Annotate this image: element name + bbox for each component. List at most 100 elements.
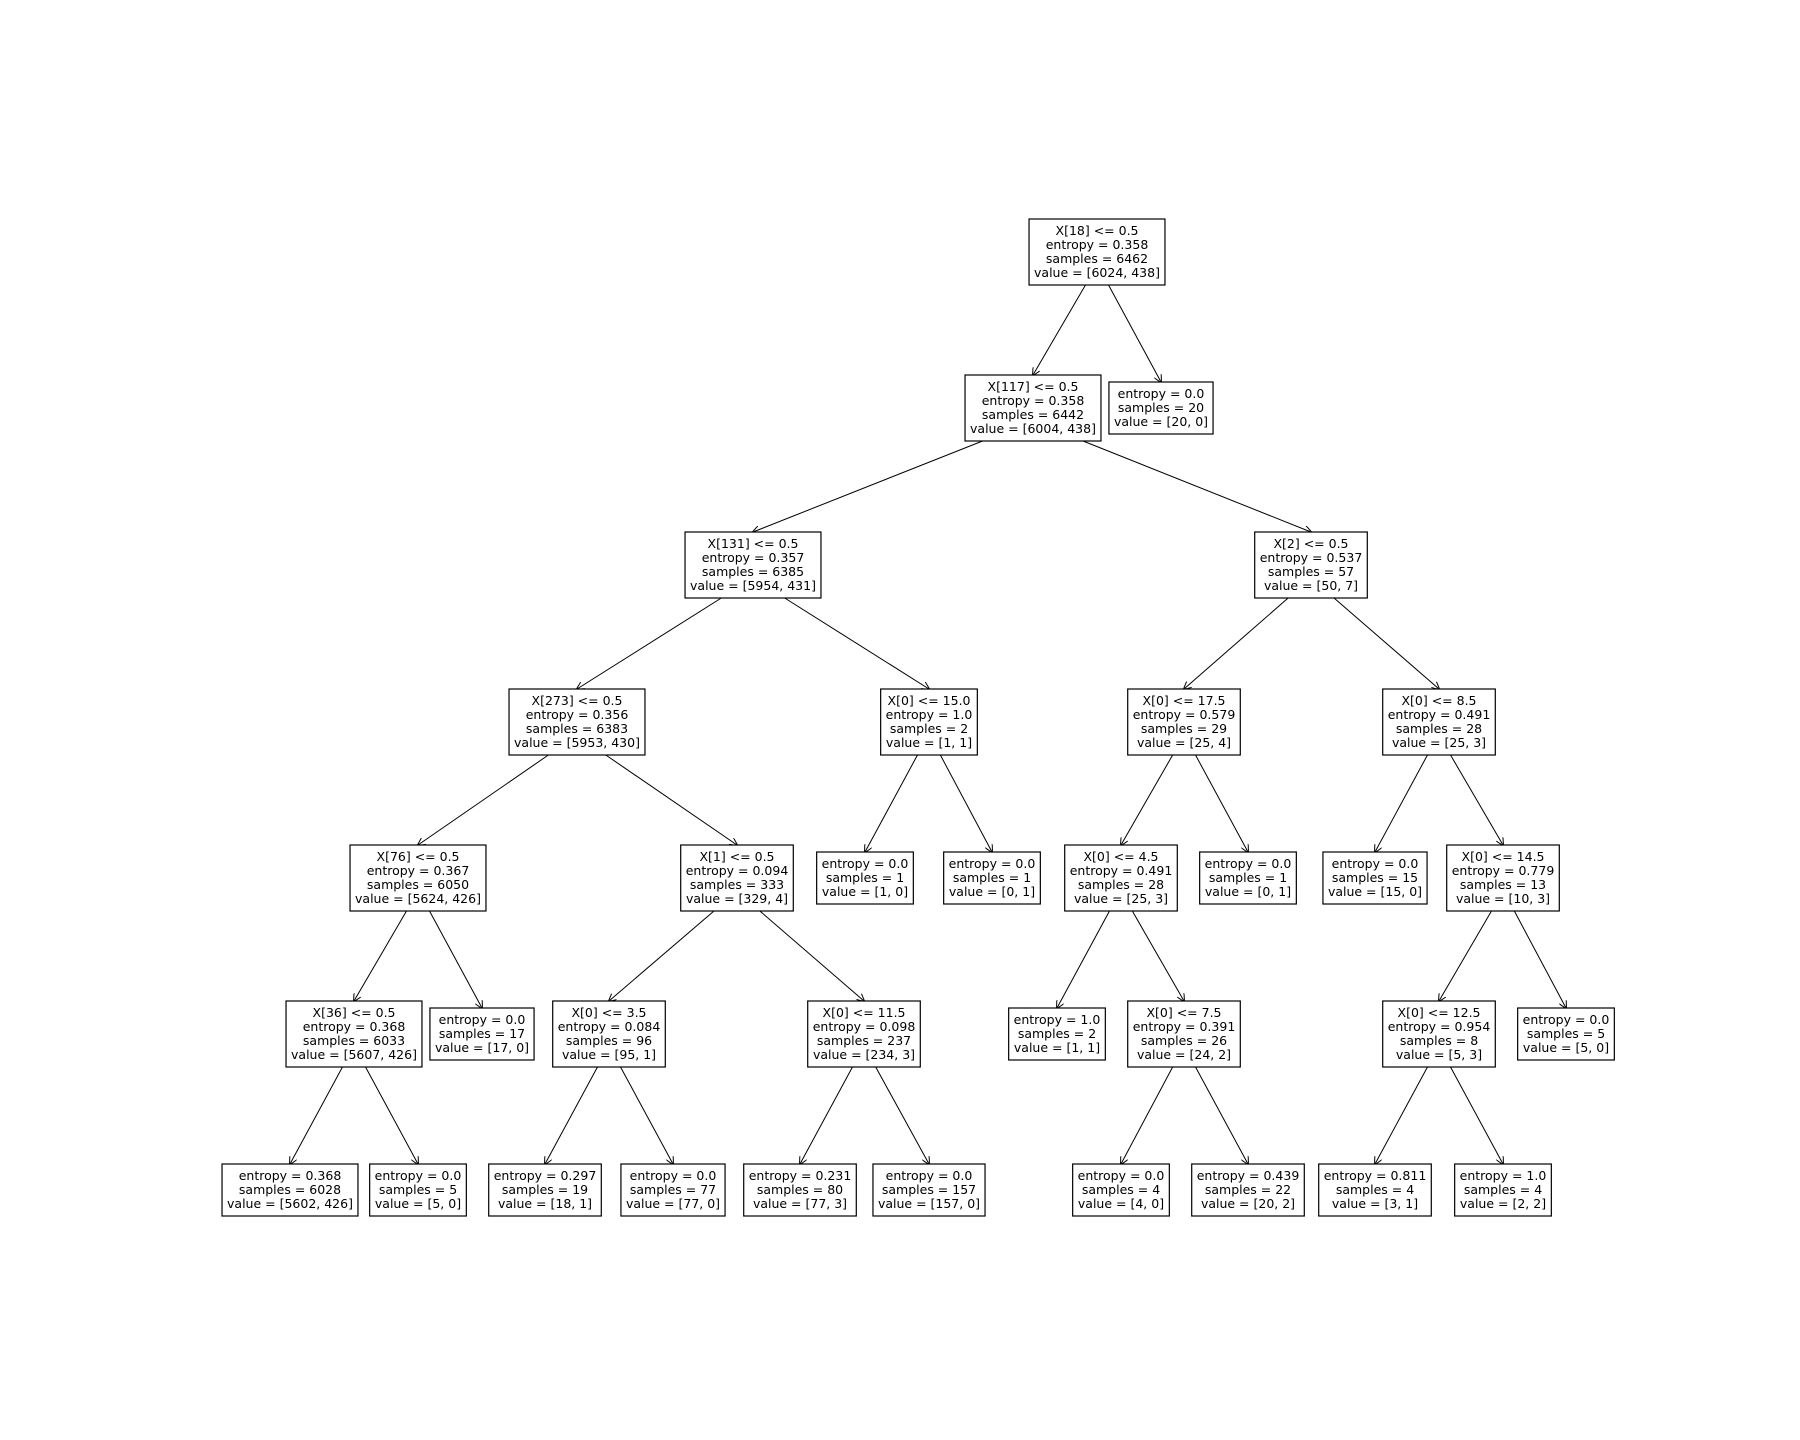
node-box bbox=[1446, 844, 1560, 912]
node-box bbox=[349, 844, 487, 912]
node-line: entropy = 0.098 bbox=[813, 1019, 916, 1034]
node-line: samples = 26 bbox=[1141, 1033, 1227, 1048]
node-line: X[131] <= 0.5 bbox=[708, 536, 799, 551]
node-line: entropy = 0.231 bbox=[749, 1168, 852, 1183]
tree-edge-arrow bbox=[545, 1066, 598, 1164]
tree-edge-arrow bbox=[1513, 910, 1566, 1008]
tree-edge-arrow bbox=[784, 597, 929, 689]
node-line: value = [5, 0] bbox=[1523, 1040, 1609, 1055]
node-box bbox=[943, 851, 1041, 905]
node-line: X[76] <= 0.5 bbox=[377, 849, 460, 864]
node-line: value = [17, 0] bbox=[435, 1040, 529, 1055]
node-line: samples = 80 bbox=[757, 1182, 843, 1197]
node-line: samples = 6028 bbox=[239, 1182, 341, 1197]
node-line: samples = 6033 bbox=[303, 1033, 405, 1048]
node-box bbox=[1191, 1163, 1305, 1217]
node-line: samples = 6385 bbox=[702, 564, 804, 579]
node-line: X[273] <= 0.5 bbox=[532, 693, 623, 708]
node-line: value = [77, 3] bbox=[753, 1196, 847, 1211]
node-box bbox=[1322, 851, 1428, 905]
node-line: samples = 6462 bbox=[1046, 251, 1148, 266]
node-line: entropy = 0.084 bbox=[558, 1019, 661, 1034]
node-box bbox=[1072, 1163, 1170, 1217]
node-line: X[0] <= 8.5 bbox=[1401, 693, 1476, 708]
node-line: value = [18, 1] bbox=[498, 1196, 592, 1211]
node-box bbox=[488, 1163, 602, 1217]
node-line: entropy = 1.0 bbox=[886, 707, 973, 722]
node-line: samples = 15 bbox=[1332, 870, 1418, 885]
node-line: samples = 5 bbox=[1527, 1026, 1605, 1041]
node-line: value = [329, 4] bbox=[686, 891, 788, 906]
node-box bbox=[1454, 1163, 1552, 1217]
node-line: samples = 4 bbox=[1336, 1182, 1414, 1197]
node-box bbox=[1127, 688, 1241, 756]
node-line: entropy = 0.537 bbox=[1260, 550, 1363, 565]
node-line: samples = 8 bbox=[1400, 1033, 1478, 1048]
tree-edge-arrow bbox=[1450, 754, 1503, 845]
node-line: value = [0, 1] bbox=[1205, 884, 1291, 899]
node-line: value = [25, 3] bbox=[1392, 735, 1486, 750]
node-line: entropy = 0.0 bbox=[1118, 386, 1205, 401]
node-line: X[1] <= 0.5 bbox=[699, 849, 774, 864]
node-line: samples = 6050 bbox=[367, 877, 469, 892]
node-box bbox=[1517, 1007, 1615, 1061]
node-line: entropy = 0.368 bbox=[303, 1019, 406, 1034]
node-box bbox=[743, 1163, 857, 1217]
tree-edge-arrow bbox=[609, 910, 715, 1001]
node-line: entropy = 0.094 bbox=[686, 863, 789, 878]
node-line: value = [6024, 438] bbox=[1034, 265, 1160, 280]
node-line: X[2] <= 0.5 bbox=[1273, 536, 1348, 551]
node-box bbox=[508, 688, 646, 756]
tree-edge-arrow bbox=[800, 1066, 853, 1164]
node-box bbox=[285, 1000, 423, 1068]
node-line: samples = 13 bbox=[1460, 877, 1546, 892]
node-line: samples = 20 bbox=[1118, 400, 1204, 415]
node-line: samples = 4 bbox=[1082, 1182, 1160, 1197]
node-line: value = [5607, 426] bbox=[291, 1047, 417, 1062]
tree-edge-arrow bbox=[365, 1066, 418, 1164]
node-box bbox=[1127, 1000, 1241, 1068]
node-line: entropy = 0.391 bbox=[1133, 1019, 1236, 1034]
node-line: entropy = 0.0 bbox=[630, 1168, 717, 1183]
node-line: entropy = 0.491 bbox=[1070, 863, 1173, 878]
tree-edge-arrow bbox=[418, 754, 549, 845]
node-line: entropy = 0.358 bbox=[1046, 237, 1149, 252]
node-line: value = [95, 1] bbox=[562, 1047, 656, 1062]
tree-edge-arrow bbox=[1108, 284, 1161, 382]
node-box bbox=[369, 1163, 467, 1217]
node-line: entropy = 0.811 bbox=[1324, 1168, 1427, 1183]
node-line: value = [5624, 426] bbox=[355, 891, 481, 906]
node-box bbox=[429, 1007, 535, 1061]
node-line: value = [1, 1] bbox=[886, 735, 972, 750]
node-line: entropy = 0.0 bbox=[1523, 1012, 1610, 1027]
tree-edge-arrow bbox=[577, 597, 722, 689]
node-line: samples = 19 bbox=[502, 1182, 588, 1197]
node-line: entropy = 0.297 bbox=[494, 1168, 597, 1183]
node-line: samples = 4 bbox=[1464, 1182, 1542, 1197]
node-box bbox=[1382, 1000, 1496, 1068]
node-line: entropy = 0.0 bbox=[375, 1168, 462, 1183]
node-line: samples = 22 bbox=[1205, 1182, 1291, 1197]
node-line: entropy = 0.0 bbox=[1078, 1168, 1165, 1183]
node-line: samples = 157 bbox=[882, 1182, 976, 1197]
tree-edge-arrow bbox=[875, 1066, 929, 1164]
tree-edge-arrow bbox=[605, 754, 737, 845]
tree-edge-arrow bbox=[1184, 597, 1289, 689]
